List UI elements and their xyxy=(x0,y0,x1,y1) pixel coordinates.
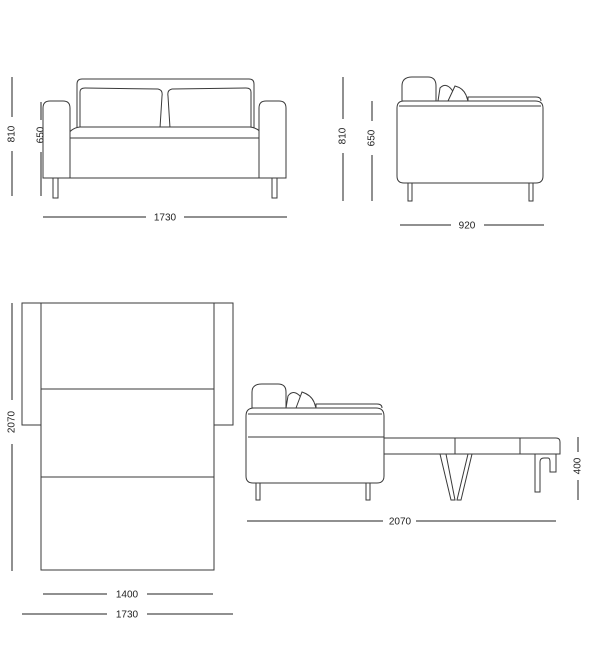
front-base xyxy=(61,137,269,179)
top-view xyxy=(21,302,234,571)
front-arm-right xyxy=(258,100,287,179)
top-mattress-section-1 xyxy=(40,302,215,390)
open-sofa-body xyxy=(245,407,385,484)
front-leg-left xyxy=(52,177,59,199)
side-depth-label: 920 xyxy=(459,221,476,232)
open-height-label: 400 xyxy=(573,457,584,474)
side-height-label: 810 xyxy=(338,127,349,144)
front-height-label: 810 xyxy=(7,125,18,142)
open-back-pillow xyxy=(251,383,287,409)
side-back-pillow xyxy=(401,76,437,102)
side-cushion-tilted xyxy=(447,85,469,102)
front-view xyxy=(42,78,287,199)
side-body xyxy=(396,100,544,184)
side-view xyxy=(396,76,544,202)
open-sofa-leg-front xyxy=(255,482,261,501)
front-backrest xyxy=(76,78,255,128)
open-support-leg-b xyxy=(456,453,473,501)
open-sofa-leg-back xyxy=(365,482,371,501)
top-inner-width-label: 1400 xyxy=(116,590,139,601)
side-leg-back xyxy=(528,182,534,202)
front-seat-height-label: 650 xyxy=(36,126,47,143)
top-width-label: 1730 xyxy=(116,610,139,621)
open-support-leg-a xyxy=(439,453,456,501)
open-arm-top xyxy=(315,403,383,409)
open-length-label: 2070 xyxy=(389,517,412,528)
side-arm-top xyxy=(467,96,542,102)
top-mattress-section-3 xyxy=(40,476,215,571)
top-length-label: 2070 xyxy=(7,410,18,433)
open-end-support xyxy=(534,454,557,493)
side-seat-height-label: 650 xyxy=(367,129,378,146)
open-mattress xyxy=(384,437,561,455)
front-seat-cushion xyxy=(65,126,265,139)
side-leg-front xyxy=(407,182,413,202)
front-leg-right xyxy=(271,177,278,199)
front-width-label: 1730 xyxy=(154,213,177,224)
top-mattress-section-2 xyxy=(40,388,215,478)
open-cushion-tilted xyxy=(295,391,317,409)
front-arm-left xyxy=(42,100,71,179)
front-back-cushion-left xyxy=(79,87,163,129)
open-side-view xyxy=(245,383,561,501)
front-back-cushion-right xyxy=(167,87,252,129)
